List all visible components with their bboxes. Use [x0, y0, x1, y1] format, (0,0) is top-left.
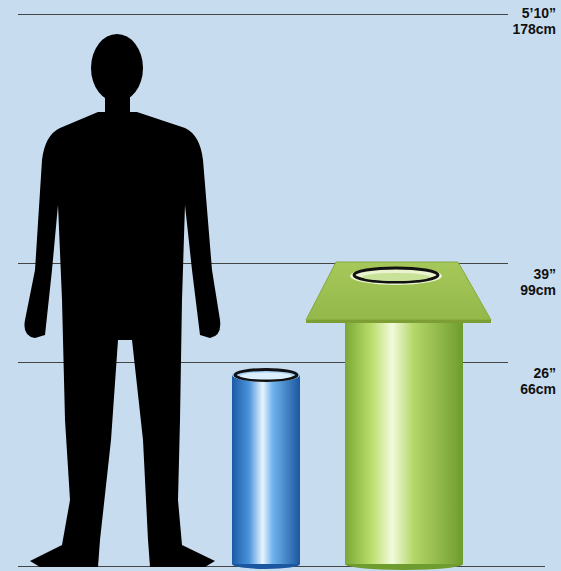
height-label-metric: 66cm — [520, 381, 556, 397]
height-label: 39” — [533, 266, 556, 282]
man-silhouette — [24, 34, 220, 567]
blue-filter-cylinder — [232, 368, 300, 569]
height-label-metric: 99cm — [520, 282, 556, 298]
height-label-metric: 178cm — [512, 21, 556, 37]
height-label: 26” — [533, 365, 556, 381]
height-lines — [18, 15, 545, 567]
green-filter-cylinder — [306, 262, 491, 570]
height-label: 5’10” — [522, 5, 556, 21]
